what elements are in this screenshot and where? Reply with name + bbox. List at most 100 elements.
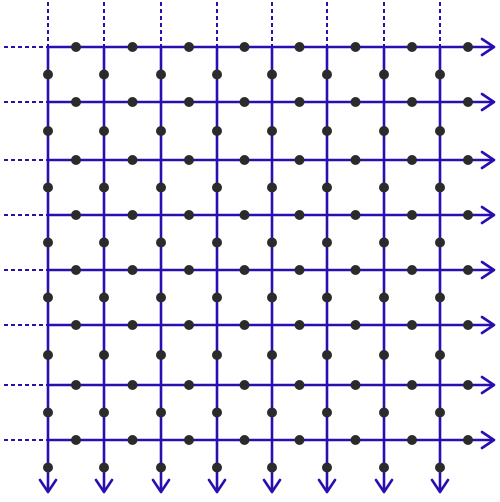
grid-dot [184, 97, 194, 107]
grid-dot [99, 407, 109, 418]
grid-dot [212, 407, 222, 418]
grid-dot [99, 182, 109, 193]
grid-dot [379, 292, 389, 303]
grid-dot [71, 97, 81, 107]
grid-dot [463, 210, 473, 220]
grid-dot [407, 320, 417, 330]
grid-dot [350, 155, 361, 165]
grid-dot [350, 210, 361, 220]
grid-dot [322, 350, 332, 360]
grid-dot [435, 69, 445, 80]
grid-dot [156, 126, 166, 136]
grid-dot [267, 407, 277, 418]
grid-dot [184, 320, 194, 330]
grid-dot [407, 155, 417, 165]
grid-dot [184, 435, 194, 445]
grid-dot [294, 210, 305, 220]
grid-dot [463, 265, 473, 275]
grid-dot [127, 155, 138, 165]
grid-dot [156, 292, 166, 303]
grid-dot [212, 69, 222, 80]
grid-dot [435, 462, 445, 473]
grid-dot [99, 350, 109, 360]
grid-dot [212, 182, 222, 193]
grid-dot [350, 97, 361, 107]
grid-dot [267, 69, 277, 80]
grid-dot [239, 320, 250, 330]
grid-dot [435, 407, 445, 418]
grid-dot [71, 42, 81, 52]
grid-dot [127, 380, 138, 390]
arrow-down-icon [317, 478, 337, 494]
grid-dot [267, 462, 277, 473]
grid-dot [350, 265, 361, 275]
arrow-down-icon [151, 478, 171, 494]
grid-dot [463, 97, 473, 107]
grid-dot [43, 182, 53, 193]
grid-dot [407, 380, 417, 390]
grid-dot [322, 292, 332, 303]
grid-dot [267, 126, 277, 136]
grid-dot [294, 435, 305, 445]
grid-dot [99, 69, 109, 80]
grid-dot [267, 292, 277, 303]
grid-dot [322, 182, 332, 193]
grid-dot [435, 350, 445, 360]
arrow-right-icon [480, 260, 496, 280]
grid-dot [71, 435, 81, 445]
grid-dot [43, 126, 53, 136]
grid-dot [322, 69, 332, 80]
grid-dot [294, 42, 305, 52]
grid-dot [99, 462, 109, 473]
grid-dot [322, 126, 332, 136]
grid-dot [127, 265, 138, 275]
grid-dot [71, 380, 81, 390]
grid-dot [435, 126, 445, 136]
grid-dot [156, 350, 166, 360]
grid-dot [156, 237, 166, 248]
arrow-right-icon [480, 37, 496, 57]
grid-dot [322, 407, 332, 418]
arrow-right-icon [480, 205, 496, 225]
grid-dot [156, 462, 166, 473]
grid-dot [43, 69, 53, 80]
grid-dot [212, 126, 222, 136]
dots [43, 42, 473, 473]
grid-dot [184, 380, 194, 390]
grid-dot [156, 407, 166, 418]
grid-dot [463, 380, 473, 390]
grid-dot [294, 320, 305, 330]
grid-dot [239, 42, 250, 52]
vertical-lines [38, 47, 450, 494]
grid-dot [407, 42, 417, 52]
grid-dot [43, 407, 53, 418]
grid-dot [407, 435, 417, 445]
grid-dot [435, 182, 445, 193]
grid-dot [294, 97, 305, 107]
grid-dot [156, 69, 166, 80]
grid-dot [407, 97, 417, 107]
grid-dot [43, 350, 53, 360]
grid-dot [99, 237, 109, 248]
grid-dot [407, 265, 417, 275]
grid-dot [184, 210, 194, 220]
grid-dot [43, 462, 53, 473]
arrow-right-icon [480, 92, 496, 112]
grid-dot [212, 292, 222, 303]
grid-dot [184, 265, 194, 275]
arrow-down-icon [262, 478, 282, 494]
grid-dot [435, 292, 445, 303]
arrow-right-icon [480, 315, 496, 335]
grid-dot [184, 155, 194, 165]
grid-dot [379, 462, 389, 473]
grid-dot [127, 320, 138, 330]
grid-dot [407, 210, 417, 220]
arrow-right-icon [480, 375, 496, 395]
grid-dot [379, 126, 389, 136]
grid-dot [350, 435, 361, 445]
grid-dot [212, 237, 222, 248]
grid-dot [127, 435, 138, 445]
grid-dot [463, 42, 473, 52]
grid-dot [43, 237, 53, 248]
